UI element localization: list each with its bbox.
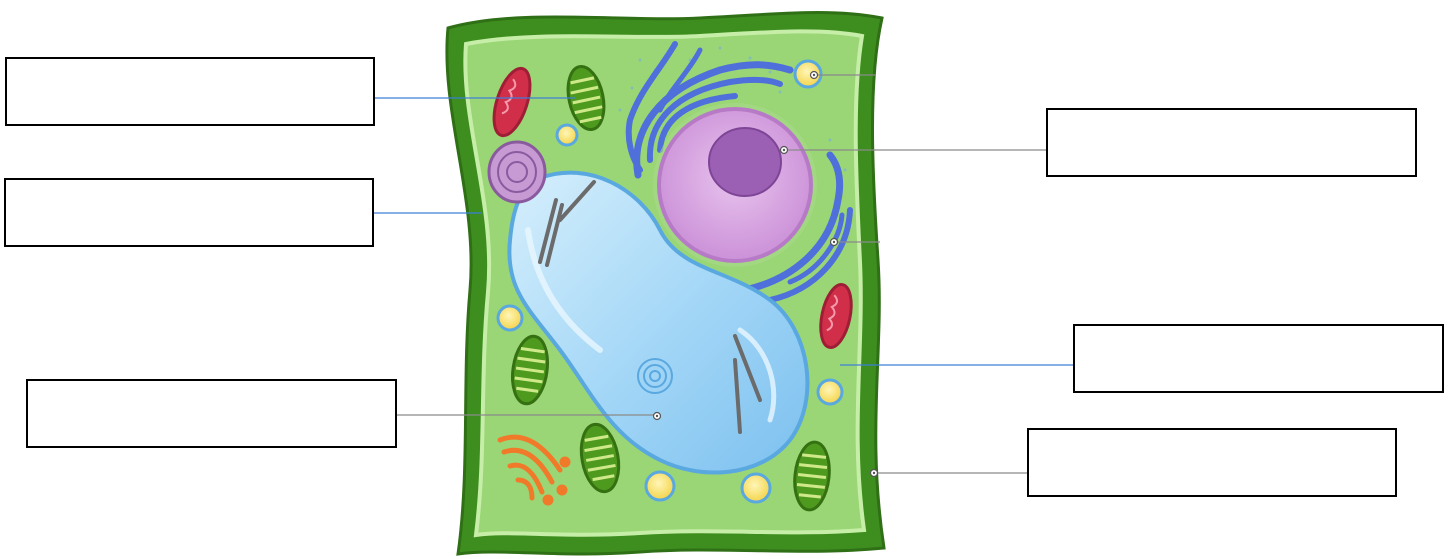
label-box-5[interactable]: [1073, 324, 1444, 393]
label-box-4[interactable]: [1046, 108, 1417, 177]
label-box-3[interactable]: [26, 379, 397, 448]
nucleus: [653, 103, 817, 267]
label-box-2[interactable]: [4, 178, 374, 247]
label-box-6[interactable]: [1027, 428, 1397, 497]
nucleolus: [709, 128, 781, 196]
golgi-apparatus: [489, 142, 545, 202]
label-box-1[interactable]: [5, 57, 375, 126]
